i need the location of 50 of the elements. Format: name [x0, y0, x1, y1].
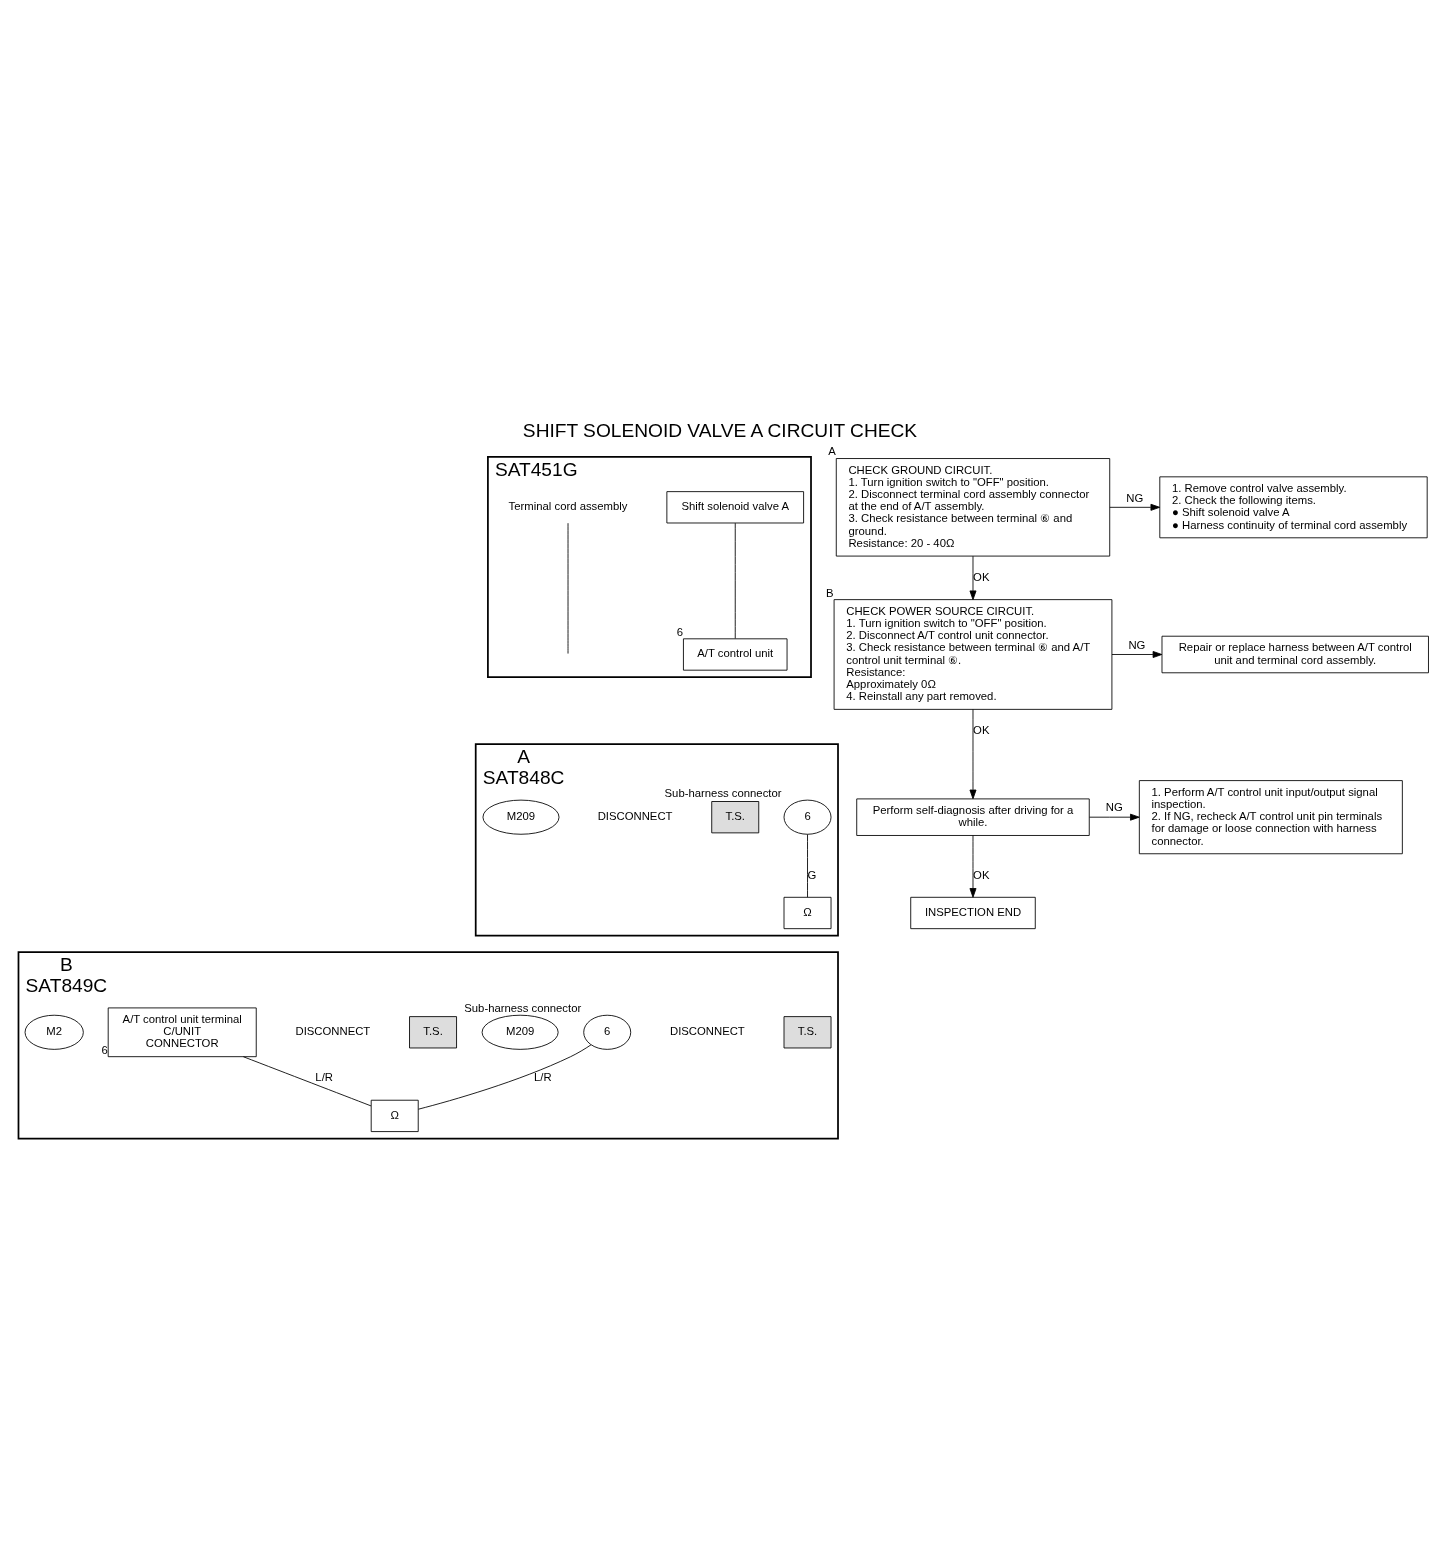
edge-label: NG	[1105, 801, 1123, 814]
node-box: Shift solenoid valve A	[666, 491, 805, 524]
node-box: Repair or replace harness between A/T control unit and terminal cord assembly.	[1161, 635, 1429, 674]
node-box: T.S.	[409, 1016, 457, 1049]
edge-label: L/R	[533, 1071, 552, 1084]
node-box: Ω	[370, 1099, 419, 1132]
arrow	[1089, 813, 1140, 821]
diagram-title: SHIFT SOLENOID VALVE A CIRCUIT CHECK	[522, 420, 918, 442]
node-ellipse: 6	[583, 1014, 632, 1050]
node-box: CHECK POWER SOURCE CIRCUIT. 1. Turn ignition switch to "OFF" position. 2. Disconnect A/T control unit connector. 3. Check resistance between terminal ⑥ and A/T control unit terminal ⑥. Resistance: Approximately 0Ω 4. Reinstall any part removed.	[833, 599, 1113, 710]
connector	[807, 834, 808, 898]
node-text: Terminal cord assembly	[508, 500, 628, 513]
node-ellipse: M2	[24, 1014, 84, 1050]
connector	[418, 1044, 592, 1110]
node-box: CHECK GROUND CIRCUIT. 1. Turn ignition switch to "OFF" position. 2. Disconnect terminal cord assembly connector at the end of A/T assembly. 3. Check resistance between terminal ⑥ and ground. Resistance: 20 - 40Ω	[835, 458, 1111, 557]
node-label: 6	[676, 625, 684, 638]
node-box: Perform self-diagnosis after driving for a while.	[856, 798, 1090, 836]
edge-label: OK	[973, 868, 990, 881]
connector	[242, 1056, 372, 1107]
node-box: T.S.	[783, 1016, 832, 1049]
connector	[734, 522, 736, 639]
node-ellipse: 6	[783, 799, 832, 835]
arrow	[1109, 503, 1161, 511]
node-ellipse: M209	[481, 1014, 559, 1050]
node-text: DISCONNECT	[295, 1025, 371, 1038]
node-box: Ω	[783, 896, 832, 930]
node-label: Sub-harness connector	[464, 1001, 582, 1014]
edge-label: OK	[973, 570, 990, 583]
edge-label: NG	[1128, 638, 1146, 651]
node-box: 1. Perform A/T control unit input/output signal inspection. 2. If NG, recheck A/T control unit pin terminals for damage or loose connection with harness connector.	[1138, 780, 1403, 855]
node-box: 1. Remove control valve assembly. 2. Check the following items. ● Shift solenoid valve A ● Harness continuity of terminal cord assembly	[1159, 476, 1428, 539]
edge-label: L/R	[315, 1071, 333, 1084]
node-box: INSPECTION END	[910, 896, 1036, 930]
node-box: T.S.	[711, 801, 760, 834]
edge-label: G	[807, 868, 817, 881]
arrow	[969, 708, 977, 800]
node-box: A/T control unit	[683, 638, 788, 671]
node-ellipse: M209	[482, 799, 560, 835]
node-label: 6	[101, 1043, 108, 1056]
arrow	[969, 555, 977, 601]
edge-label: NG	[1126, 491, 1144, 504]
edge-label: OK	[973, 724, 990, 737]
arrow	[1111, 651, 1163, 658]
node-label: A	[828, 445, 836, 458]
node-box: A/T control unit terminal C/UNIT CONNECTOR	[107, 1007, 257, 1058]
node-text: DISCONNECT	[597, 810, 673, 823]
node-text: DISCONNECT	[669, 1025, 745, 1038]
arrow	[969, 835, 977, 898]
node-label: Sub-harness connector	[664, 786, 782, 799]
node-label: B	[825, 586, 834, 599]
